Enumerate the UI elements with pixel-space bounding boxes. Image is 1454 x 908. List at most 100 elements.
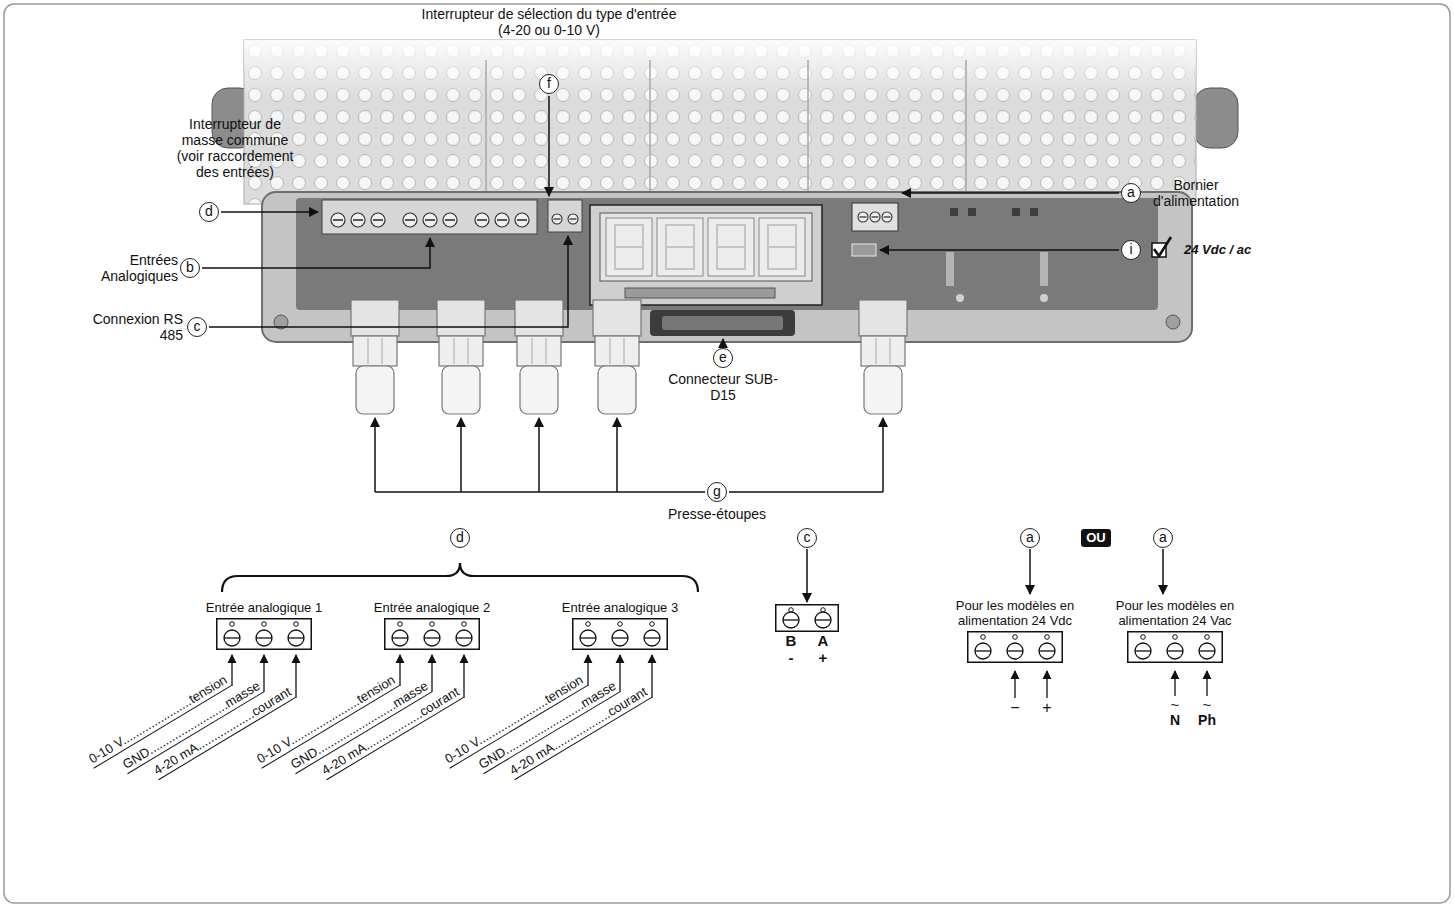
terminal-block-outline: [216, 618, 312, 650]
pin-names: BA-+: [775, 632, 839, 666]
pin-name: B: [775, 632, 807, 649]
terminal-screw: [783, 612, 799, 628]
annotation-label: Connecteur SUB-D15: [668, 371, 778, 403]
terminal-hole: [262, 622, 267, 627]
screw-slot: [392, 637, 408, 638]
terminal-hole: [650, 622, 655, 627]
terminal-heading: Pour les modèles en alimentation 24 Vac: [1105, 598, 1245, 628]
check-box: [1152, 237, 1171, 257]
annotation-label: −: [1010, 700, 1019, 716]
screw-slot: [1167, 650, 1183, 651]
terminal-hole: [230, 622, 235, 627]
screw-slot: [256, 637, 272, 638]
callout-letter: g: [708, 483, 726, 500]
terminal-screw: [224, 630, 240, 646]
screw-slot: [288, 637, 304, 638]
annotation-label: Presse-étoupes: [640, 506, 794, 522]
terminal-screw: [456, 630, 472, 646]
annotation-label: ~: [1171, 697, 1180, 713]
terminal-screw: [552, 214, 562, 224]
terminal-screw: [1199, 643, 1215, 659]
leader-line: [202, 238, 430, 268]
input-terminals: [322, 200, 537, 234]
annotation-label: +: [1042, 700, 1051, 716]
leader-lines: [202, 96, 1119, 492]
callout-circle: d: [199, 202, 219, 222]
connector-arrow: [1162, 549, 1164, 594]
terminal-screw: [612, 630, 628, 646]
gland-arrow: [616, 418, 618, 492]
screw-slot: [1039, 650, 1055, 651]
callout-circle: f: [539, 74, 559, 94]
terminal-block-outline: [967, 631, 1063, 663]
led-fade: [244, 40, 1196, 100]
callout-letter: f: [540, 75, 558, 92]
enclosure-photo: [212, 40, 1238, 414]
annotation-label: Interrupteur de sélection du type d'entr…: [419, 6, 679, 38]
annotation-label: ~: [1203, 697, 1212, 713]
callout-letter: i: [1122, 241, 1140, 258]
terminal-body: [217, 619, 312, 650]
or-text: OU: [1086, 530, 1106, 545]
screw-slot: [580, 637, 596, 638]
connector-arrow: [806, 549, 808, 602]
screw-slot: [975, 650, 991, 651]
terminal-block: [1127, 631, 1223, 663]
callout-letter: a: [1122, 184, 1140, 201]
terminal-heading: Pour les modèles en alimentation 24 Vdc: [945, 598, 1085, 628]
screw-slot: [783, 619, 799, 620]
annotation-label: Connexion RS 485: [90, 311, 183, 343]
module-separators: [486, 60, 966, 204]
terminal-screws: [331, 213, 529, 227]
terminal-screw: [644, 630, 660, 646]
annotation-label: Interrupteur de masse commune (voir racc…: [168, 116, 302, 180]
annotation-label: Entrées Analogiques: [86, 252, 178, 284]
screw-slot: [815, 619, 831, 620]
terminal-screw: [1167, 643, 1183, 659]
terminal-node: Entrée analogique 3: [552, 598, 688, 650]
callout-circle: i: [1121, 240, 1141, 260]
screw-slot: [644, 637, 660, 638]
pin-name: A: [807, 632, 839, 649]
terminal-body: [573, 619, 668, 650]
callout-letter: c: [188, 318, 206, 335]
callout-letter: c: [798, 529, 816, 546]
terminal-hole: [1205, 635, 1210, 640]
display-window: [600, 213, 812, 281]
pin-name: -: [775, 649, 807, 666]
terminal-node: Entrée analogique 2: [364, 598, 500, 650]
housing: [262, 192, 1192, 342]
display-board: [590, 205, 822, 305]
power-terminal: [852, 203, 898, 231]
terminal-screw: [392, 630, 408, 646]
terminal-block-outline: [775, 604, 839, 632]
terminal-block-outline: [384, 618, 480, 650]
voltage-jumper: [852, 244, 876, 256]
terminal-block: [216, 618, 312, 650]
screw-slot: [1135, 650, 1151, 651]
terminal-hole: [1045, 635, 1050, 640]
terminal-screw: [424, 630, 440, 646]
gland-arrow: [538, 418, 540, 492]
leader-line: [221, 211, 318, 213]
subd15-socket: [662, 316, 783, 330]
callout-letter: a: [1021, 529, 1039, 546]
terminal-screw: [256, 630, 272, 646]
or-badge: OU: [1081, 529, 1111, 547]
rs485-terminal: [548, 200, 582, 232]
terminal-screw: [568, 214, 578, 224]
terminal-hole: [618, 622, 623, 627]
callout-letter: d: [451, 529, 469, 546]
annotation-label: 24 Vdc / ac: [1184, 242, 1251, 258]
terminal-hole: [462, 622, 467, 627]
screw-slot: [612, 637, 628, 638]
ribbon: [625, 288, 775, 298]
callout-circle: a: [1020, 528, 1040, 548]
cable-glands: [351, 300, 907, 414]
screw-slot: [224, 637, 240, 638]
terminal-screw: [858, 212, 868, 222]
callout-circle: d: [450, 528, 470, 548]
rs485-terminal-node: BA-+: [775, 604, 839, 666]
terminal-screw: [975, 643, 991, 659]
